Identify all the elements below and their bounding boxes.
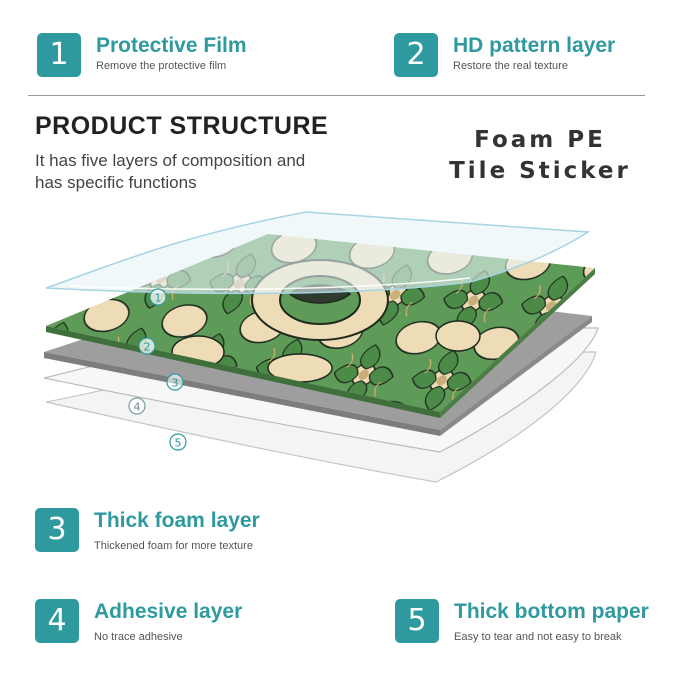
section-divider <box>28 95 645 96</box>
layer-marker-4: 4 <box>128 397 146 415</box>
layer-marker-1: 1 <box>149 288 167 306</box>
layer-diagram: 1 2 3 4 5 <box>43 211 599 483</box>
feature-subtitle: Thickened foam for more texture <box>94 540 253 552</box>
feature-number-badge: 2 <box>394 33 438 77</box>
product-name: Foam PE Tile Sticker <box>440 125 640 187</box>
feature-subtitle: No trace adhesive <box>94 631 183 643</box>
feature-number-badge: 3 <box>35 508 79 552</box>
layer-marker-3: 3 <box>166 373 184 391</box>
layer-marker-2: 2 <box>138 337 156 355</box>
layer-marker-label: 1 <box>155 292 162 305</box>
feature-title: Adhesive layer <box>94 600 243 623</box>
structure-title: PRODUCT STRUCTURE <box>35 112 329 140</box>
feature-number-badge: 4 <box>35 599 79 643</box>
feature-subtitle: Restore the real texture <box>453 60 568 72</box>
protective-film-layer <box>45 211 591 295</box>
feature-title: HD pattern layer <box>453 34 616 57</box>
feature-number-badge: 5 <box>395 599 439 643</box>
feature-subtitle: Remove the protective film <box>96 60 227 72</box>
structure-description: It has five layers of composition and ha… <box>35 151 306 192</box>
feature-title: Thick bottom paper <box>454 600 649 623</box>
layer-marker-label: 3 <box>172 377 179 390</box>
product-name-line1: Foam PE <box>474 127 606 153</box>
layer-marker-5: 5 <box>169 433 187 451</box>
layer-marker-label: 4 <box>134 401 141 414</box>
product-name-line2: Tile Sticker <box>449 158 631 184</box>
feature-title: Thick foam layer <box>94 509 260 532</box>
feature-number-badge: 1 <box>37 33 81 77</box>
feature-subtitle: Easy to tear and not easy to break <box>454 631 622 643</box>
feature-title: Protective Film <box>96 34 247 57</box>
layer-marker-label: 5 <box>175 437 182 450</box>
layer-marker-label: 2 <box>144 341 151 354</box>
